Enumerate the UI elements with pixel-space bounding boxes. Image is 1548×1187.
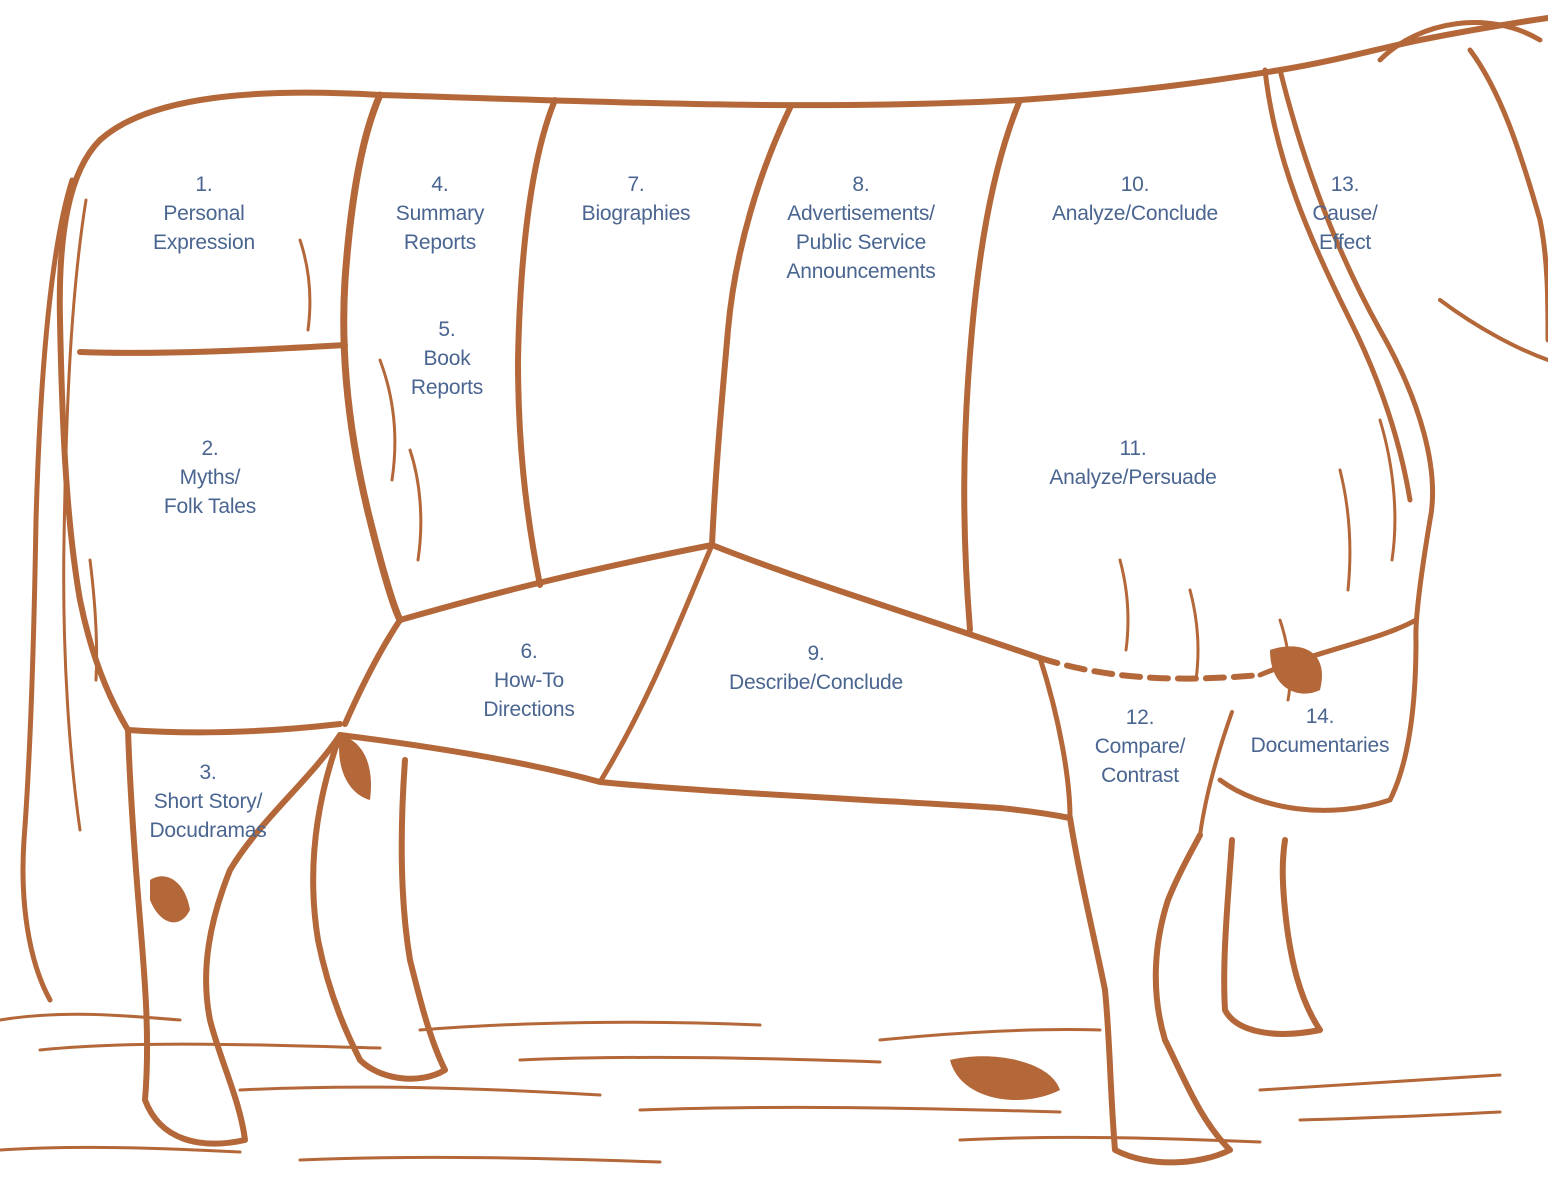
cow-body-outline [100,18,1548,140]
cut-number: 2. [164,434,256,463]
cut-number: 1. [153,170,255,199]
divider-rib-chuck [712,108,790,545]
cut-label-1: 1. Personal Expression [153,170,255,257]
cut-text-line: Advertisements/ [786,199,935,228]
cow-head-back [1380,23,1548,340]
cut-text-line: Contrast [1095,761,1186,790]
cut-text-line: Describe/Conclude [729,668,903,697]
cut-text-line: Documentaries [1251,731,1390,760]
cut-label-14: 14. Documentaries [1251,702,1390,760]
cut-text-line: How-To [483,666,574,695]
cut-label-10: 10. Analyze/Conclude [1052,170,1218,228]
cut-number: 5. [411,315,483,344]
cut-number: 9. [729,639,903,668]
cut-text-line: Cause/ [1312,199,1377,228]
cut-text-line: Biographies [582,199,691,228]
cut-number: 8. [786,170,935,199]
cut-text-line: Summary [396,199,484,228]
cut-text-line: Reports [411,373,483,402]
cut-number: 7. [582,170,691,199]
cow-belly [340,735,1070,818]
divider-brisket-dashed [1040,658,1260,679]
divider-2-3 [128,724,340,732]
divider-neck-head [1265,70,1410,500]
cut-text-line: Analyze/Conclude [1052,199,1218,228]
cut-number: 13. [1312,170,1377,199]
cut-label-3: 3. Short Story/ Docudramas [149,758,266,845]
cut-text-line: Public Service [786,228,935,257]
cut-label-6: 6. How-To Directions [483,637,574,724]
cut-text-line: Docudramas [149,816,266,845]
cow-head-muzzle [1440,300,1548,360]
divider-loin-rib [518,100,555,585]
cut-label-9: 9. Describe/Conclude [729,639,903,697]
cut-text-line: Short Story/ [149,787,266,816]
cut-text-line: Analyze/Persuade [1049,463,1216,492]
divider-1-2 [80,345,345,353]
cut-number: 4. [396,170,484,199]
cut-label-13: 13. Cause/ Effect [1312,170,1377,257]
cut-text-line: Reports [396,228,484,257]
cut-label-7: 7. Biographies [582,170,691,228]
cut-text-line: Myths/ [164,463,256,492]
cut-text-line: Announcements [786,257,935,286]
cut-text-line: Effect [1312,228,1377,257]
hind-hoof-shadow [150,876,190,922]
cut-label-8: 8. Advertisements/ Public Service Announ… [786,170,935,286]
cow-head-outline [1280,70,1433,640]
divider-plate [600,545,712,782]
cut-text-line: Directions [483,695,574,724]
cut-text-line: Compare/ [1095,732,1186,761]
cut-label-12: 12. Compare/ Contrast [1095,703,1186,790]
cow-rump-outline [60,140,128,730]
divider-left-loin [344,95,400,620]
cut-number: 3. [149,758,266,787]
cut-text-line: Book [411,344,483,373]
cut-text-line: Folk Tales [164,492,256,521]
cut-number: 14. [1251,702,1390,731]
cut-number: 11. [1049,434,1216,463]
divider-foreleg-right [1200,712,1232,835]
fore-leg-right [1224,840,1320,1034]
divider-foreleg [1040,658,1070,818]
divider-chuck-neck [964,100,1020,630]
ground-shadow [950,1056,1060,1100]
cut-number: 10. [1052,170,1218,199]
cut-label-11: 11. Analyze/Persuade [1049,434,1216,492]
cut-text-line: Personal [153,199,255,228]
divider-flank [345,545,1040,724]
cut-label-5: 5. Book Reports [411,315,483,402]
fore-leg-left [1070,818,1230,1162]
cut-label-4: 4. Summary Reports [396,170,484,257]
cut-text-line: Expression [153,228,255,257]
leg-shadow [339,735,371,800]
hind-leg-right [313,735,445,1079]
cut-number: 12. [1095,703,1186,732]
cut-label-2: 2. Myths/ Folk Tales [164,434,256,521]
cut-number: 6. [483,637,574,666]
